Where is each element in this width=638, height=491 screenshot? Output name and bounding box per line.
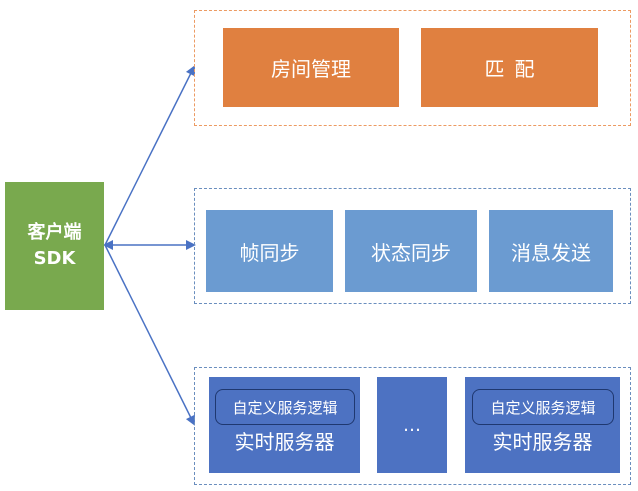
custom-logic-label-1: 自定义服务逻辑 bbox=[232, 398, 338, 417]
client-sdk-line1: 客户端 bbox=[27, 222, 82, 243]
server-group bbox=[194, 367, 631, 485]
message-send-box: 消息发送 bbox=[489, 210, 613, 292]
server-ellipsis-box: … bbox=[377, 377, 447, 473]
custom-logic-label-2: 自定义服务逻辑 bbox=[490, 398, 596, 417]
client-sdk-box: 客户端 SDK bbox=[5, 182, 104, 310]
matching-label: 匹配 bbox=[484, 57, 545, 81]
room-management-box: 房间管理 bbox=[223, 28, 399, 107]
room-match-group bbox=[194, 10, 631, 126]
frame-sync-box: 帧同步 bbox=[206, 210, 333, 292]
custom-logic-pill-1: 自定义服务逻辑 bbox=[215, 389, 355, 425]
room-management-label: 房间管理 bbox=[271, 57, 351, 81]
arrow-to-room-group bbox=[104, 65, 195, 246]
arrow-to-server-group bbox=[104, 244, 195, 426]
custom-logic-pill-2: 自定义服务逻辑 bbox=[472, 389, 614, 425]
client-sdk-line2: SDK bbox=[33, 248, 76, 269]
state-sync-box: 状态同步 bbox=[345, 210, 477, 292]
realtime-server-label-2: 实时服务器 bbox=[465, 425, 620, 455]
realtime-server-text-2: 实时服务器 bbox=[492, 429, 593, 454]
sync-group bbox=[194, 188, 631, 304]
message-send-label: 消息发送 bbox=[511, 240, 591, 265]
realtime-server-text-1: 实时服务器 bbox=[234, 429, 335, 454]
realtime-server-label-1: 实时服务器 bbox=[209, 425, 360, 455]
matching-box: 匹配 bbox=[421, 28, 598, 107]
frame-sync-label: 帧同步 bbox=[239, 240, 300, 265]
state-sync-label: 状态同步 bbox=[371, 240, 451, 265]
server-ellipsis: … bbox=[403, 414, 421, 436]
